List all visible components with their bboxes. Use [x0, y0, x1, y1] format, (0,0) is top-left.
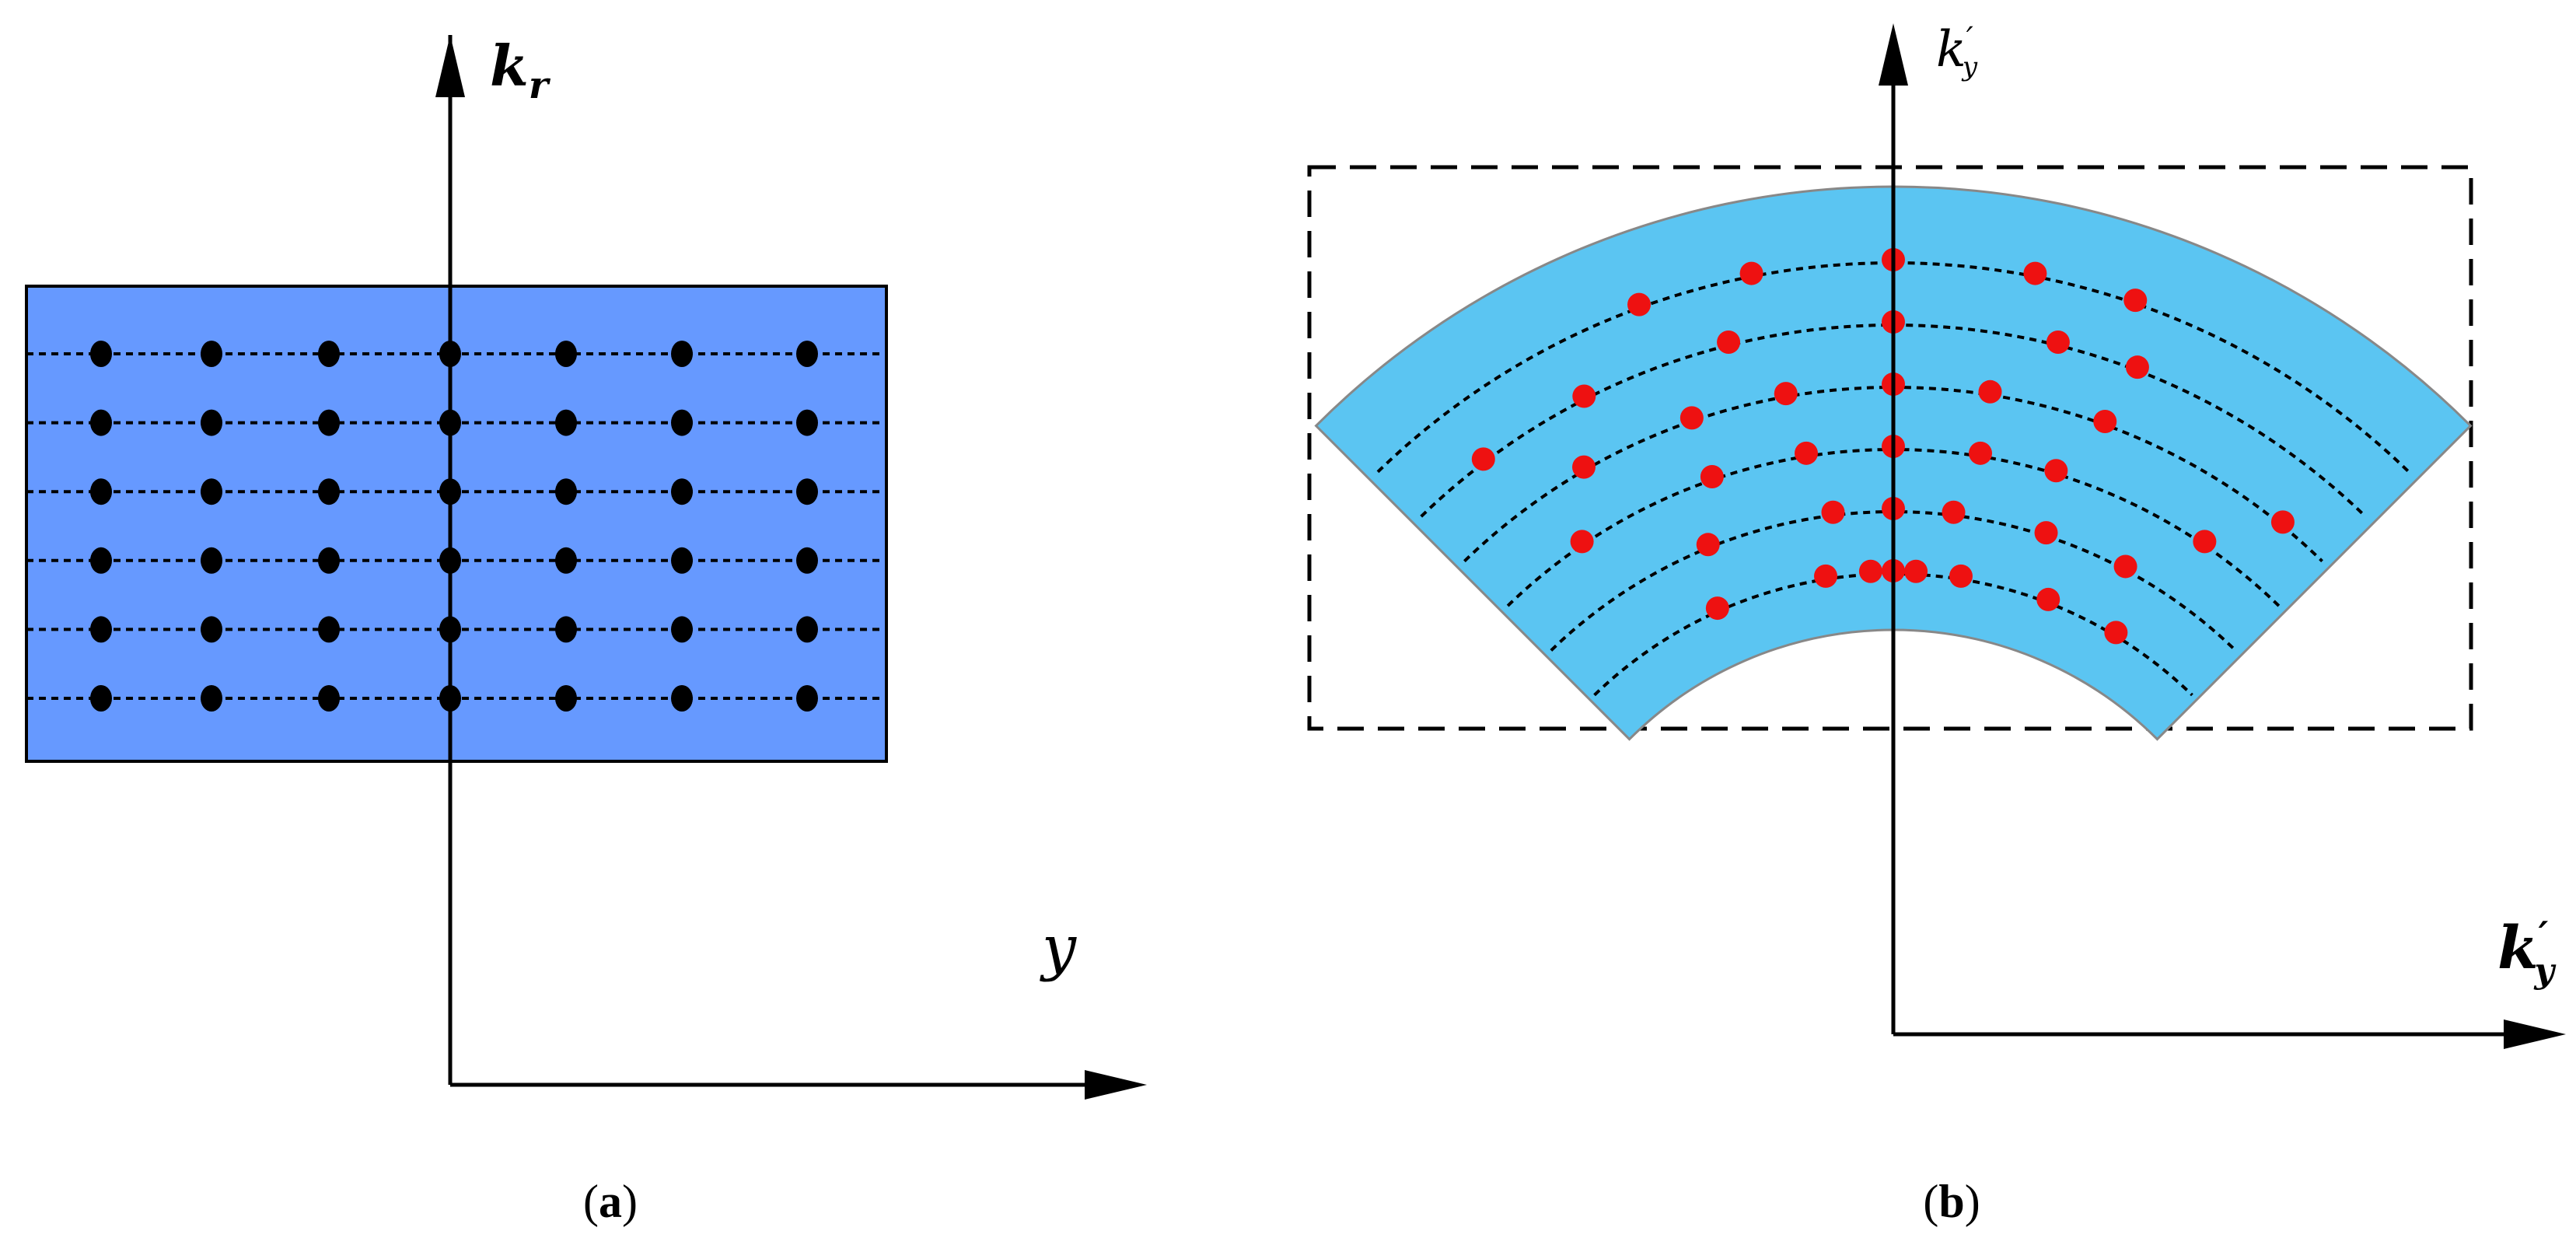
- vertical-axis-arrowhead: [435, 35, 465, 97]
- sample-point: [90, 478, 112, 505]
- sample-point: [318, 547, 340, 574]
- sample-point: [1949, 564, 1973, 588]
- sample-point: [2125, 355, 2149, 379]
- sample-point: [2036, 587, 2060, 611]
- sample-point: [318, 616, 340, 643]
- sample-point: [201, 478, 222, 505]
- caption-b: (b): [1923, 1176, 1980, 1227]
- caption-a: (a): [583, 1176, 638, 1227]
- sample-point: [2023, 261, 2047, 285]
- sample-point: [1969, 441, 1993, 465]
- bounding-box: [1307, 165, 2473, 731]
- sample-point: [671, 616, 693, 643]
- horizontal-axis-arrowhead: [2504, 1019, 2566, 1049]
- sample-point: [90, 341, 112, 367]
- sample-point: [1739, 261, 1763, 285]
- sample-point: [2123, 289, 2148, 313]
- sample-point: [555, 341, 577, 367]
- sample-point: [1627, 292, 1652, 316]
- sample-point: [201, 685, 222, 712]
- sample-point: [796, 616, 818, 643]
- sample-point: [555, 547, 577, 574]
- sample-point: [1904, 559, 1928, 583]
- sample-point: [671, 478, 693, 505]
- sample-point: [555, 685, 577, 712]
- sample-point: [318, 685, 340, 712]
- horizontal-axis-label: k′y: [2497, 913, 2557, 991]
- sample-point: [555, 409, 577, 436]
- sample-point: [201, 547, 222, 574]
- sample-point: [1858, 559, 1882, 583]
- sample-point: [671, 341, 693, 367]
- sample-point: [1572, 384, 1596, 408]
- sample-point: [2046, 330, 2070, 355]
- sample-point: [555, 478, 577, 505]
- panel-a: kr y (a): [25, 33, 1147, 1227]
- sample-arc: [1376, 261, 2410, 474]
- sample-point: [90, 616, 112, 643]
- sample-point: [1679, 406, 1704, 430]
- sampling-region-rect: [25, 285, 888, 763]
- sample-point: [1700, 465, 1724, 489]
- sample-point: [1471, 447, 1495, 471]
- sample-point: [318, 341, 340, 367]
- sample-point: [2044, 459, 2068, 483]
- sample-point: [1794, 441, 1818, 465]
- sample-point: [796, 341, 818, 367]
- vertical-axis-label: k′y: [1936, 21, 1978, 82]
- sample-point: [2270, 510, 2295, 534]
- sample-point: [671, 409, 693, 436]
- sample-point: [796, 409, 818, 436]
- sample-point: [1705, 596, 1729, 621]
- sample-point: [1821, 500, 1845, 524]
- sample-point: [671, 685, 693, 712]
- sample-point: [318, 478, 340, 505]
- sample-point: [796, 547, 818, 574]
- sample-point: [1696, 533, 1720, 557]
- sample-point: [2113, 554, 2137, 579]
- sample-point: [796, 478, 818, 505]
- sample-point: [1942, 500, 1966, 524]
- sample-point: [201, 409, 222, 436]
- sample-point: [1774, 382, 1798, 406]
- sample-point: [671, 547, 693, 574]
- sample-point: [90, 409, 112, 436]
- sample-point: [90, 547, 112, 574]
- sample-point: [1814, 564, 1838, 588]
- sample-point: [1570, 530, 1594, 554]
- sample-point: [1978, 379, 2002, 404]
- sample-point: [1717, 330, 1741, 355]
- sample-point: [318, 409, 340, 436]
- sample-point: [201, 341, 222, 367]
- sample-point: [2193, 530, 2217, 554]
- sample-point: [555, 616, 577, 643]
- sample-point: [2093, 410, 2117, 434]
- horizontal-axis-arrowhead: [1085, 1070, 1147, 1100]
- sample-point: [2034, 521, 2058, 545]
- sample-point: [1572, 455, 1596, 479]
- vertical-axis-label: kr: [490, 33, 551, 107]
- panel-b: k′y k′y (b): [1307, 21, 2566, 1227]
- sample-point: [90, 685, 112, 712]
- sample-point: [2104, 621, 2128, 645]
- polar-sample-points: [1471, 248, 2295, 645]
- horizontal-axis-label: y: [1040, 913, 1077, 983]
- sample-point: [201, 616, 222, 643]
- sample-point: [796, 685, 818, 712]
- vertical-axis-arrowhead: [1879, 23, 1908, 86]
